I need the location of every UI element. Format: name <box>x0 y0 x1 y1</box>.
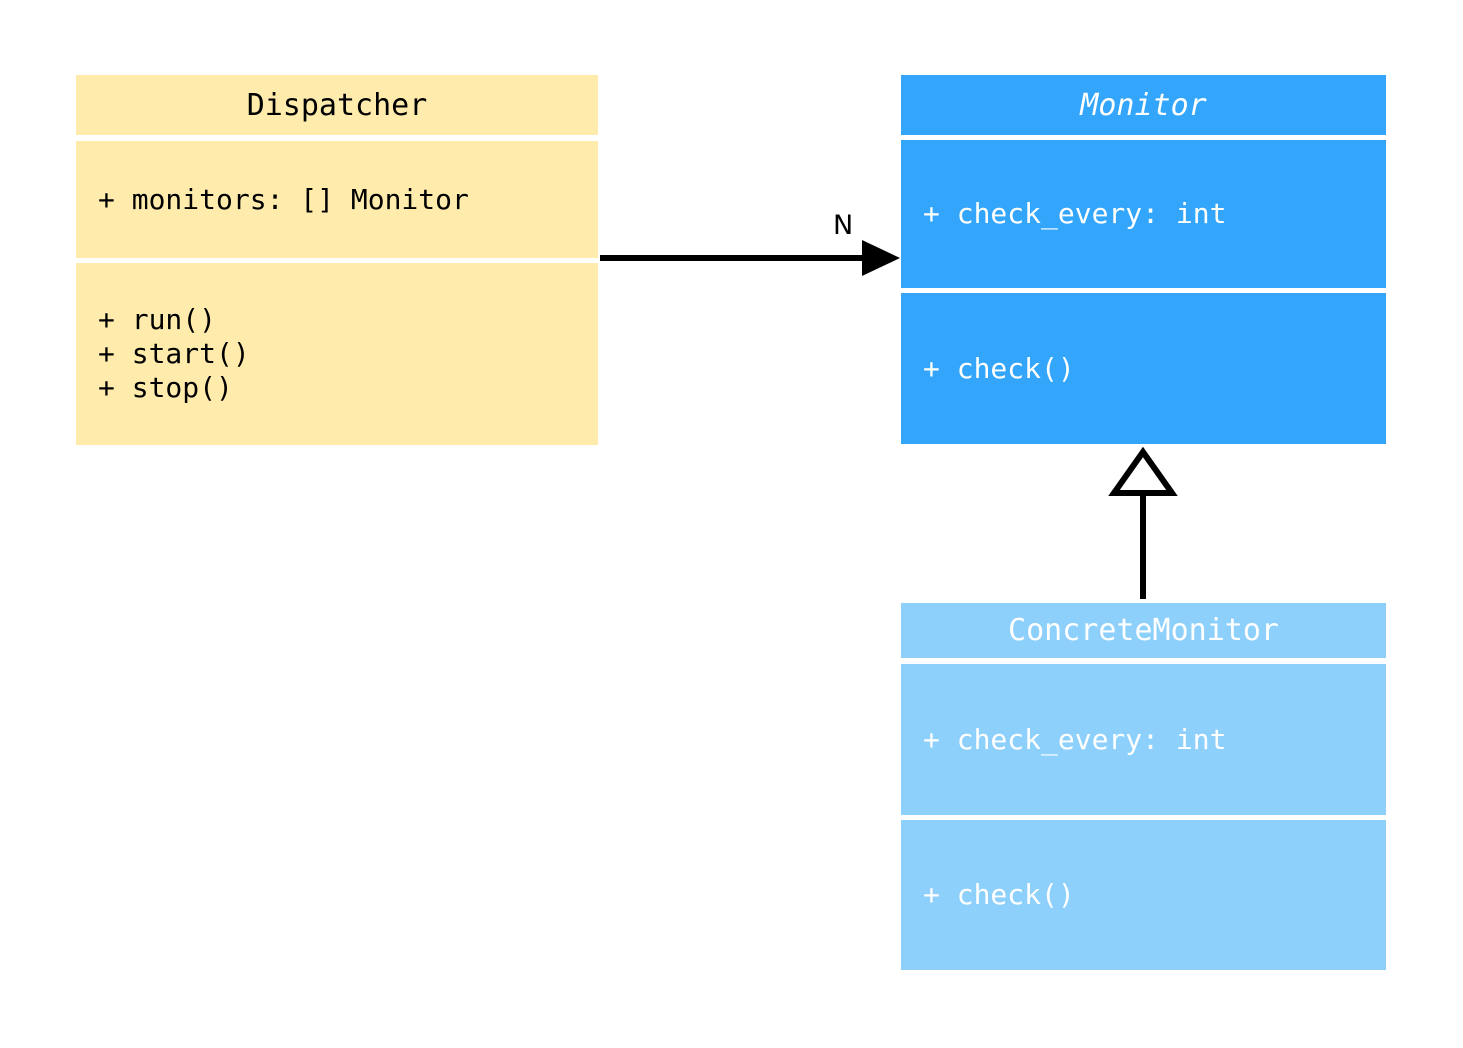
generalization-concrete-monitor-to-monitor <box>1108 446 1178 599</box>
attribute-list-concrete-monitor: + check_every: int <box>901 664 1386 815</box>
class-name-concrete-monitor: ConcreteMonitor <box>1008 613 1279 648</box>
method-item: + check() <box>923 351 1075 385</box>
class-attributes-concrete-monitor: + check_every: int <box>901 664 1386 815</box>
class-header-concrete-monitor: ConcreteMonitor <box>901 603 1386 658</box>
class-attributes-dispatcher: + monitors: [] Monitor <box>76 141 598 258</box>
generalization-hollow-triangle-icon <box>1108 446 1178 496</box>
class-methods-monitor: + check() <box>901 293 1386 444</box>
class-methods-concrete-monitor: + check() <box>901 820 1386 970</box>
method-list-monitor: + check() <box>901 293 1386 444</box>
method-list-dispatcher: + run() + start() + stop() <box>76 263 598 445</box>
class-attributes-monitor: + check_every: int <box>901 140 1386 288</box>
class-methods-dispatcher: + run() + start() + stop() <box>76 263 598 445</box>
method-item: + start() <box>98 337 250 370</box>
class-box-concrete-monitor[interactable]: ConcreteMonitor + check_every: int + che… <box>901 603 1386 970</box>
attribute-item: + monitors: [] Monitor <box>98 182 469 216</box>
association-multiplicity-label: N <box>833 210 854 241</box>
method-item: + check() <box>923 878 1075 911</box>
class-box-monitor[interactable]: Monitor + check_every: int + check() <box>901 75 1386 444</box>
attribute-list-monitor: + check_every: int <box>901 140 1386 288</box>
method-item: + run() <box>98 303 217 336</box>
class-name-monitor: Monitor <box>1080 87 1207 123</box>
class-name-dispatcher: Dispatcher <box>246 87 428 123</box>
attribute-list-dispatcher: + monitors: [] Monitor <box>76 141 598 258</box>
attribute-item: + check_every: int <box>923 197 1227 230</box>
class-header-dispatcher: Dispatcher <box>76 75 598 135</box>
method-list-concrete-monitor: + check() <box>901 820 1386 970</box>
class-box-dispatcher[interactable]: Dispatcher + monitors: [] Monitor + run(… <box>76 75 598 445</box>
association-dispatcher-to-monitor <box>600 240 900 276</box>
association-arrowhead-icon <box>862 240 900 276</box>
method-item: + stop() <box>98 371 233 404</box>
attribute-item: + check_every: int <box>923 722 1227 756</box>
class-header-monitor: Monitor <box>901 75 1386 135</box>
